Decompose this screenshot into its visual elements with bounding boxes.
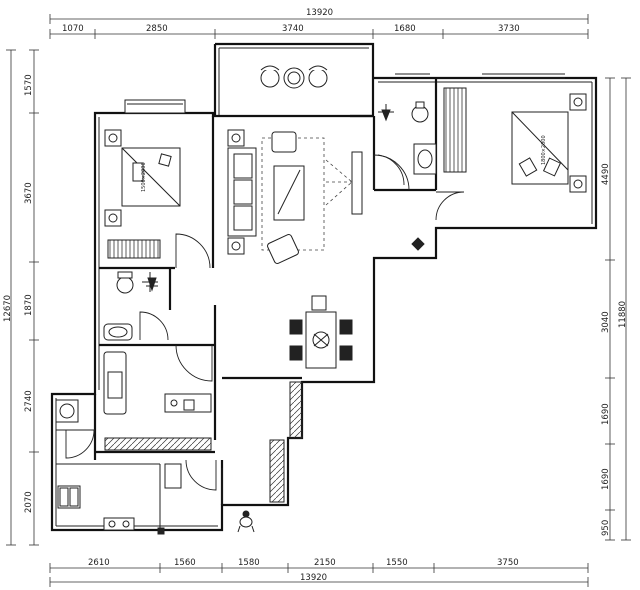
living-room: [227, 129, 410, 264]
chair: [311, 295, 327, 311]
study-room: [103, 351, 212, 451]
toilet: [116, 276, 134, 294]
left-dim-1: 1570: [24, 74, 34, 96]
left-dim-3: 1870: [24, 294, 34, 316]
outer-walls: [50, 42, 598, 532]
left-bedroom: 1500×2000: [104, 129, 211, 269]
right-dim-5: 950: [601, 520, 611, 536]
top-dim-3: 3740: [282, 24, 304, 34]
right-dim-1: 4490: [601, 163, 611, 185]
bottom-dim-5: 1550: [386, 558, 408, 568]
top-dim-2: 2850: [146, 24, 168, 34]
bookshelf: [104, 437, 212, 451]
bed-right-size: 1800×2000: [541, 135, 547, 165]
hall-cabinet: [269, 439, 285, 503]
top-dim-1: 1070: [62, 24, 84, 34]
left-total-dim: 12670: [3, 295, 13, 322]
sink: [103, 323, 133, 341]
washing-machine: [55, 399, 79, 423]
dining-area: [289, 295, 353, 369]
wardrobe-right: [443, 87, 467, 173]
fridge: [164, 463, 182, 489]
right-dim-3: 1690: [601, 403, 611, 425]
left-bathroom: [103, 271, 213, 382]
bottom-dim-4: 2150: [314, 558, 336, 568]
right-total-dim: 11880: [618, 301, 628, 328]
left-dim-5: 2070: [24, 491, 34, 513]
right-bedroom: 1800×2000: [443, 87, 587, 193]
bed-right: [511, 111, 569, 185]
top-dimensions: 13920 1070 2850 3740 1680 3730: [49, 8, 589, 39]
balcony-furniture: [260, 65, 328, 89]
interior-walls: [93, 78, 438, 505]
bottom-dim-2: 1560: [174, 558, 196, 568]
tv-cabinet: [351, 151, 363, 215]
top-total-dim: 13920: [306, 8, 333, 18]
bottom-dimensions: 2610 1560 1580 2150 1550 3750 13920: [49, 558, 589, 587]
left-dimensions: 12670 1570 3670 1870 2740 2070: [3, 49, 39, 546]
pet-dog: [239, 516, 253, 528]
top-dim-5: 3730: [498, 24, 520, 34]
sink-right: [413, 143, 437, 175]
left-dim-4: 2740: [24, 390, 34, 412]
right-dim-4: 1690: [601, 468, 611, 490]
right-dim-2: 3040: [601, 311, 611, 333]
armchair-top: [271, 131, 297, 153]
bottom-total-dim: 13920: [300, 573, 327, 583]
entry-hall: [221, 381, 303, 533]
kitchen-sink: [57, 485, 81, 509]
left-dim-2: 3670: [24, 182, 34, 204]
kitchen: [55, 399, 217, 535]
armchair-bottom: [267, 234, 299, 264]
bed-left-size: 1500×2000: [141, 162, 147, 192]
right-dimensions: 4490 3040 1690 1690 950 11880: [601, 77, 631, 541]
right-bathroom: [377, 101, 465, 251]
bottom-dim-3: 1580: [238, 558, 260, 568]
top-dim-4: 1680: [394, 24, 416, 34]
shoe-cabinet: [289, 381, 303, 439]
bottom-dim-6: 3750: [497, 558, 519, 568]
bottom-dim-1: 2610: [88, 558, 110, 568]
wardrobe-left: [107, 239, 161, 259]
